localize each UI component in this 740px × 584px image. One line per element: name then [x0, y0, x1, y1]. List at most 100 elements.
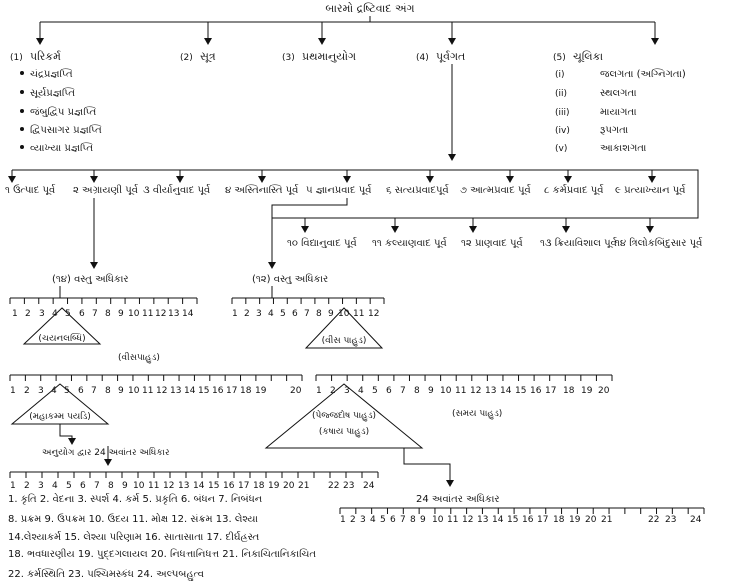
purva-item: ૧૩ ક્રિયાવિશાલ પૂર્વ [540, 237, 617, 249]
svg-text:21: 21 [298, 481, 309, 491]
svg-text:15: 15 [198, 386, 209, 396]
svg-text:10: 10 [432, 515, 444, 525]
right-avantar-label: 24 અવાંતર અધિકાર [416, 493, 500, 505]
svg-text:પરિકર્મ: પરિકર્મ [30, 50, 61, 63]
svg-text:6: 6 [79, 309, 85, 319]
chulika-item: આકાશગતા [600, 143, 647, 154]
parikarma-item: સૂર્યપ્રજ્ઞપ્તિ [30, 87, 75, 99]
purva-item: ૭ આત્મપ્રવાદ પૂર્વ [460, 184, 531, 196]
svg-text:11: 11 [148, 481, 159, 491]
right-triangle-1 [304, 307, 384, 349]
root-title: બારમો દ્રષ્ટિવાદ અંગ [325, 2, 414, 15]
purva-item: ૧૪ ત્રિલોકબિંદુસાર પૂર્વ [615, 236, 702, 249]
svg-text:12: 12 [368, 309, 379, 319]
chulika-list: (i) જલગતા (અગ્નિગતા) (ii) સ્થલગતા (iii) … [555, 68, 686, 154]
parikarma-list: ચંદ્રપ્રજ્ઞપ્તિ સૂર્યપ્રજ્ઞપ્તિ જંબુદ્વિ… [20, 68, 102, 154]
svg-text:12: 12 [155, 309, 166, 319]
right-avantar-arrow [403, 448, 454, 487]
svg-text:17: 17 [545, 386, 556, 396]
svg-text:3: 3 [38, 481, 44, 491]
svg-text:13: 13 [485, 386, 496, 396]
svg-text:10: 10 [338, 309, 350, 319]
branch-sutra: (2) સૂત્ર [180, 50, 216, 63]
svg-text:18: 18 [253, 481, 265, 491]
branch-parikarma: (1) પરિકર્મ [10, 50, 61, 63]
svg-text:20: 20 [290, 386, 302, 396]
purva-item: ૫ જ્ઞાનપ્રવાદ પૂર્વ [306, 184, 371, 196]
left-triangle-1 [22, 307, 102, 345]
svg-text:9: 9 [118, 309, 124, 319]
branch-purvagat: (4) પૂર્વગત [416, 50, 465, 63]
bullet-icon [20, 145, 24, 149]
svg-text:4: 4 [52, 481, 58, 491]
svg-text:23: 23 [665, 515, 676, 525]
purva-row-2: ૧૦ વિદ્યાનુવાદ પૂર્વ ૧૧ કલ્યાણવાદ પૂર્વ … [287, 236, 702, 249]
right-samay-label: (સમય પાહુડ) [452, 409, 502, 420]
svg-text:4: 4 [358, 386, 364, 396]
branch-chulika: (5) ચૂલિકા [553, 50, 603, 63]
svg-text:12: 12 [462, 515, 473, 525]
ruler-ticks [315, 375, 613, 381]
svg-text:16: 16 [223, 481, 235, 491]
svg-text:20: 20 [598, 386, 610, 396]
svg-text:12: 12 [156, 386, 167, 396]
svg-text:2: 2 [24, 481, 30, 491]
purva-arrows [8, 170, 656, 233]
svg-text:7: 7 [304, 309, 310, 319]
chulika-item: માયાગતા [600, 107, 637, 118]
parikarma-item: દ્વિપસાગર પ્રજ્ઞપ્તિ [30, 124, 102, 136]
svg-text:24: 24 [690, 515, 702, 525]
ruler-ticks [9, 375, 303, 381]
svg-text:6: 6 [292, 309, 298, 319]
svg-text:8: 8 [414, 386, 420, 396]
svg-text:19: 19 [569, 515, 581, 525]
svg-text:1: 1 [232, 309, 238, 319]
purva-item: ૧૨ પ્રાણવાદ પૂર્વ [461, 237, 523, 249]
adhikar-line: 22. કર્મસ્થિતિ 23. પશ્ચિમસ્કંધ 24. અલ્પબ… [8, 568, 204, 581]
right-vastu-label: (૧૨) વસ્તુ અધિકાર [252, 273, 328, 285]
svg-text:22: 22 [328, 481, 339, 491]
svg-text:8: 8 [108, 481, 114, 491]
svg-text:7: 7 [400, 386, 406, 396]
left-vastu-label: (૧૪) વસ્તુ અધિકાર [52, 273, 129, 285]
svg-text:5: 5 [372, 386, 378, 396]
svg-text:10: 10 [128, 386, 140, 396]
svg-text:10: 10 [133, 481, 145, 491]
right-tri2b-label: (કષાય પાહુડ) [319, 427, 369, 438]
svg-text:17: 17 [537, 515, 548, 525]
branch-prathamanuyoga: (3) પ્રથમાનુયોગ [282, 50, 356, 63]
chulika-num: (iii) [555, 108, 570, 118]
purva-item: ૯ પ્રત્યાખ્યાન પૂર્વ [615, 184, 685, 196]
svg-text:18: 18 [553, 515, 565, 525]
svg-text:15: 15 [507, 515, 518, 525]
right-arrow-vastu [268, 198, 348, 269]
purva-item: ૧૦ વિદ્યાનુવાદ પૂર્વ [287, 237, 357, 249]
svg-text:(3): (3) [282, 53, 295, 63]
right-triangle-2 [264, 383, 424, 449]
svg-text:9: 9 [428, 386, 434, 396]
right-tri1-label: (વીસ પાહુડ) [322, 335, 367, 347]
ruler-ticks [231, 298, 385, 304]
bullet-icon [20, 127, 24, 131]
svg-text:2: 2 [25, 309, 31, 319]
svg-text:સૂત્ર: સૂત્ર [200, 50, 216, 63]
purva-bar [12, 169, 699, 219]
svg-text:2: 2 [330, 386, 336, 396]
purva-item: ૬ સત્યપ્રવાદપૂર્વ [386, 184, 449, 196]
svg-text:16: 16 [522, 515, 534, 525]
bullet-icon [20, 109, 24, 113]
right-tri2a-label: (પેજ્જદોષ પાહુડ) [312, 409, 376, 422]
svg-text:4: 4 [51, 386, 57, 396]
svg-text:8: 8 [410, 515, 416, 525]
svg-text:16: 16 [212, 386, 224, 396]
svg-text:8: 8 [105, 386, 111, 396]
svg-text:13: 13 [477, 515, 488, 525]
svg-text:5: 5 [280, 309, 286, 319]
svg-text:7: 7 [94, 481, 100, 491]
svg-text:8: 8 [316, 309, 322, 319]
svg-text:7: 7 [92, 309, 98, 319]
svg-text:8: 8 [105, 309, 111, 319]
svg-text:4: 4 [370, 515, 376, 525]
